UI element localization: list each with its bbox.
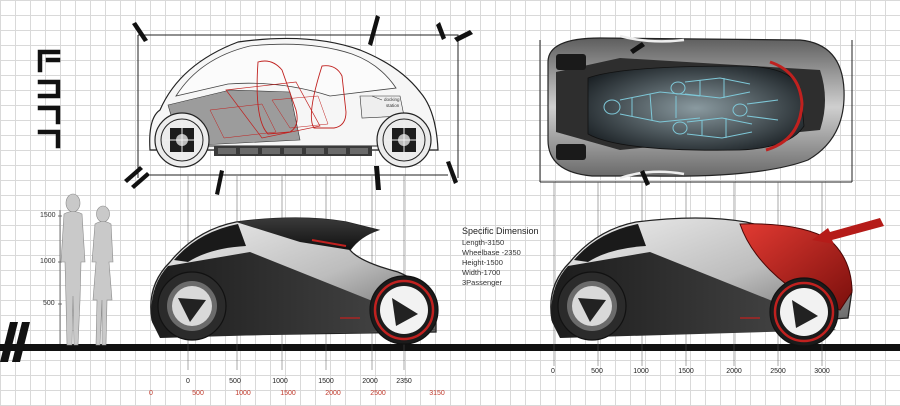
length-tick-2500: 2500 xyxy=(370,390,386,397)
height-label-1000: 1000 xyxy=(40,258,56,265)
top-view-marks xyxy=(630,42,650,186)
human-figure-male xyxy=(60,193,86,346)
cutaway-vehicle xyxy=(149,37,439,156)
highlight-arrow xyxy=(812,218,884,244)
length-tick-1000: 1000 xyxy=(235,390,251,397)
side-view-vehicle-right xyxy=(550,217,853,347)
spec-list: Length-3150 Wheelbase -2350 Height-1500 … xyxy=(462,238,521,288)
cutaway-wheel-front xyxy=(154,112,210,168)
spec-wheelbase: Wheelbase -2350 xyxy=(462,248,521,257)
side-tick-2000: 2000 xyxy=(362,378,378,385)
spec-passengers: 3Passenger xyxy=(462,278,503,287)
spec-length: Length-3150 xyxy=(462,238,505,247)
side-tick-0: 0 xyxy=(186,378,190,385)
frame-marks xyxy=(124,15,473,195)
height-ruler xyxy=(58,210,62,344)
right-tick-3000: 3000 xyxy=(814,368,830,375)
spec-height: Height-1500 xyxy=(462,258,503,267)
cutaway-wheel-rear xyxy=(376,112,432,168)
human-figure-female xyxy=(91,205,114,346)
cutaway-label-line-1: docking xyxy=(384,97,400,102)
height-label-500: 500 xyxy=(43,300,55,307)
spec-title: Specific Dimension xyxy=(462,226,539,236)
right-tick-500: 500 xyxy=(591,368,603,375)
right-tick-2000: 2000 xyxy=(726,368,742,375)
length-tick-1500: 1500 xyxy=(280,390,296,397)
side-view-vehicle-left xyxy=(150,217,439,345)
length-tick-3150: 3150 xyxy=(429,390,445,397)
cutaway-label-line-2: station xyxy=(386,103,400,108)
length-tick-2000: 2000 xyxy=(325,390,341,397)
ground-line xyxy=(0,322,900,362)
top-view-frame xyxy=(539,40,853,183)
passenger-wireframes xyxy=(603,77,779,139)
side-tick-2350: 2350 xyxy=(396,378,412,385)
cutaway-leader-line xyxy=(371,95,383,101)
length-tick-500: 500 xyxy=(192,390,204,397)
right-tick-2500: 2500 xyxy=(770,368,786,375)
cutaway-frame xyxy=(137,34,459,178)
side-tick-1500: 1500 xyxy=(318,378,334,385)
right-tick-1000: 1000 xyxy=(633,368,649,375)
spec-width: Width-1700 xyxy=(462,268,501,277)
right-tick-0: 0 xyxy=(551,368,555,375)
length-tick-0: 0 xyxy=(149,390,153,397)
right-tick-1500: 1500 xyxy=(678,368,694,375)
side-tick-500: 500 xyxy=(229,378,241,385)
top-view-vehicle xyxy=(547,34,845,180)
null-logo-graphic xyxy=(37,49,61,149)
height-label-1500: 1500 xyxy=(40,212,56,219)
side-tick-1000: 1000 xyxy=(272,378,288,385)
